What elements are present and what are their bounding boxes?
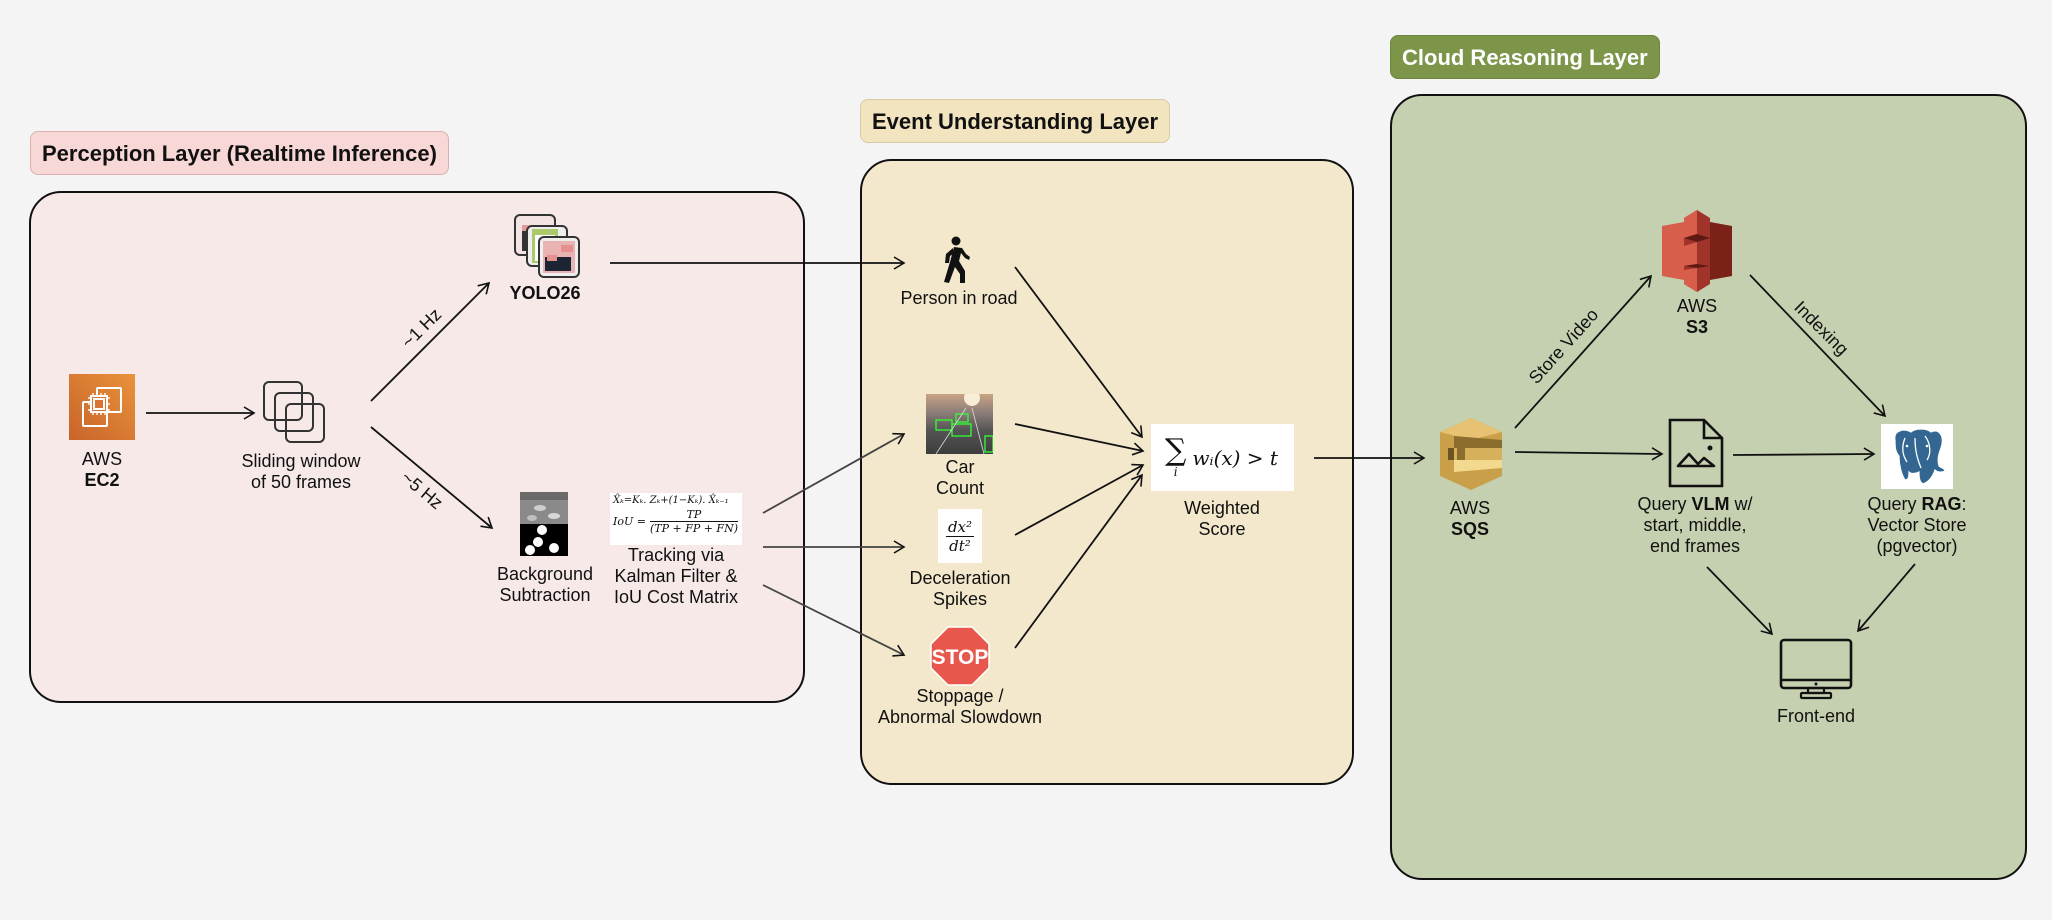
- aws-sqs-icon: [1440, 418, 1502, 490]
- detection-frames-icon: [513, 213, 581, 279]
- monitor-icon: [1779, 638, 1853, 700]
- arrow-decel-to-score: [1014, 463, 1145, 536]
- arrow-window-to-bgsub: [370, 426, 494, 529]
- arrow-vlm-to-rag: [1732, 447, 1876, 461]
- arrow-person-to-score: [1014, 266, 1143, 439]
- stop-sign-icon: STOP: [930, 626, 990, 686]
- arrow-stop-to-score: [1014, 473, 1143, 649]
- arrow-window-to-yolo: [370, 281, 491, 402]
- kalman-iou-formula: X̂ₖ=Kₖ. Zₖ+(1−Kₖ). X̂ₖ₋₁ IoU = TP (TP + …: [610, 493, 742, 545]
- stoppage-label: Stoppage /Abnormal Slowdown: [877, 686, 1043, 727]
- arrow-vlm-to-frontend: [1706, 566, 1774, 636]
- second-derivative-formula: dx² dt²: [938, 509, 982, 563]
- aws-ec2-icon: [69, 374, 135, 440]
- arrow-rag-to-frontend: [1856, 563, 1916, 633]
- arrow-s3-to-rag: [1749, 274, 1887, 418]
- weighted-score-formula: ∑ i wᵢ(x) > t: [1151, 424, 1294, 491]
- svg-text:STOP: STOP: [932, 646, 989, 669]
- query-rag-label: Query RAG: Vector Store(pgvector): [1867, 494, 1967, 556]
- front-end-label: Front-end: [1776, 706, 1856, 726]
- arrow-sqs-to-vlm: [1514, 447, 1664, 461]
- event-layer-title: Event Understanding Layer: [860, 99, 1171, 143]
- cloud-layer-title: Cloud Reasoning Layer: [1390, 35, 1660, 79]
- arrow-tracking-to-car: [762, 432, 906, 514]
- perception-layer-panel: [29, 191, 805, 703]
- arrow-tracking-to-stop: [762, 584, 906, 657]
- query-vlm-label: Query VLM w/ start, middle,end frames: [1637, 494, 1753, 556]
- arrow-car-to-score: [1014, 423, 1145, 456]
- pedestrian-icon: [940, 236, 970, 286]
- background-subtraction-image: [520, 492, 568, 556]
- perception-layer-title: Perception Layer (Realtime Inference): [30, 131, 449, 175]
- image-file-icon: [1668, 418, 1724, 488]
- car-detection-image: [926, 394, 993, 454]
- aws-s3-icon: [1662, 210, 1732, 292]
- stacked-frames-icon: [262, 380, 330, 446]
- yolo-label: YOLO26: [509, 283, 581, 303]
- postgresql-elephant-icon: [1881, 424, 1953, 489]
- arrow-sqs-to-s3: [1514, 274, 1653, 429]
- person-in-road-label: Person in road: [900, 288, 1018, 308]
